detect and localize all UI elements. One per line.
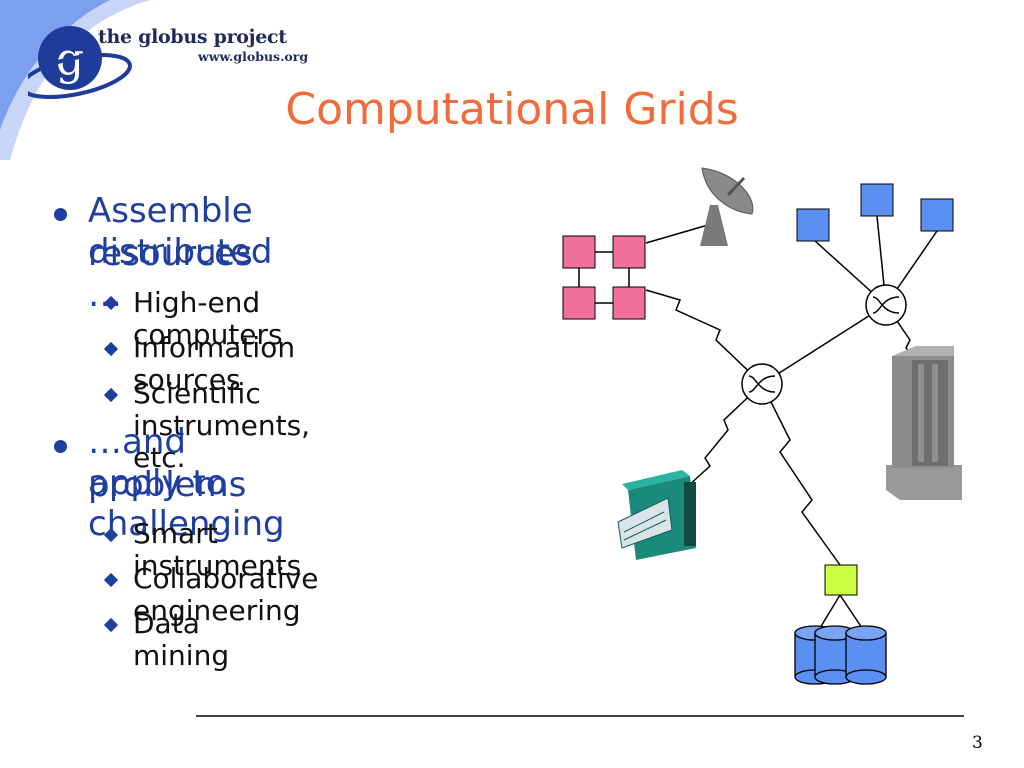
globus-logo-icon: g [28, 26, 132, 99]
bullet-2-line-2: problems [88, 465, 247, 505]
supercomputer-tower-icon [886, 346, 962, 500]
sub-bullet-1-3: Scientific instruments, etc. [133, 377, 311, 474]
database-cylinders-icon [794, 625, 887, 685]
diamond-bullet-icon [103, 572, 119, 588]
instrument-machine-icon [617, 470, 696, 560]
router-switch-icon [741, 363, 783, 405]
sub-bullet-2-2: Collaborative engineering [133, 562, 319, 627]
footer-divider [196, 715, 964, 717]
org-name: the globus project [98, 26, 287, 48]
sub-bullet-2-1: Smart instruments [133, 517, 302, 582]
bullet-1-line-2: resources … [88, 234, 253, 315]
sub-bullet-1-2: Information sources [133, 331, 296, 396]
lime-node [824, 564, 858, 596]
sub-bullet-2-3: Data mining [133, 607, 230, 672]
diamond-bullet-icon [103, 341, 119, 357]
bullet-2-line-1: …and apply to challenging [88, 422, 285, 544]
sub-bullet-1-1: High-end computers [133, 286, 283, 351]
pink-cluster [562, 235, 646, 320]
grid-diagram [562, 167, 962, 685]
diamond-bullet-icon [103, 617, 119, 633]
diamond-bullet-icon [103, 387, 119, 403]
blue-node [920, 198, 954, 232]
org-url: www.globus.org [198, 49, 309, 64]
bullet-dot-icon [54, 208, 67, 221]
bullet-1-line-1: Assemble distributed [88, 191, 273, 272]
header-swoosh [0, 0, 150, 160]
slide-title: Computational Grids [285, 84, 739, 135]
satellite-dish-icon [700, 167, 754, 246]
bullet-dot-icon [54, 440, 67, 453]
blue-node [796, 208, 830, 242]
page-number: 3 [972, 733, 983, 753]
router-switch-icon [865, 284, 907, 326]
blue-node [860, 183, 894, 217]
